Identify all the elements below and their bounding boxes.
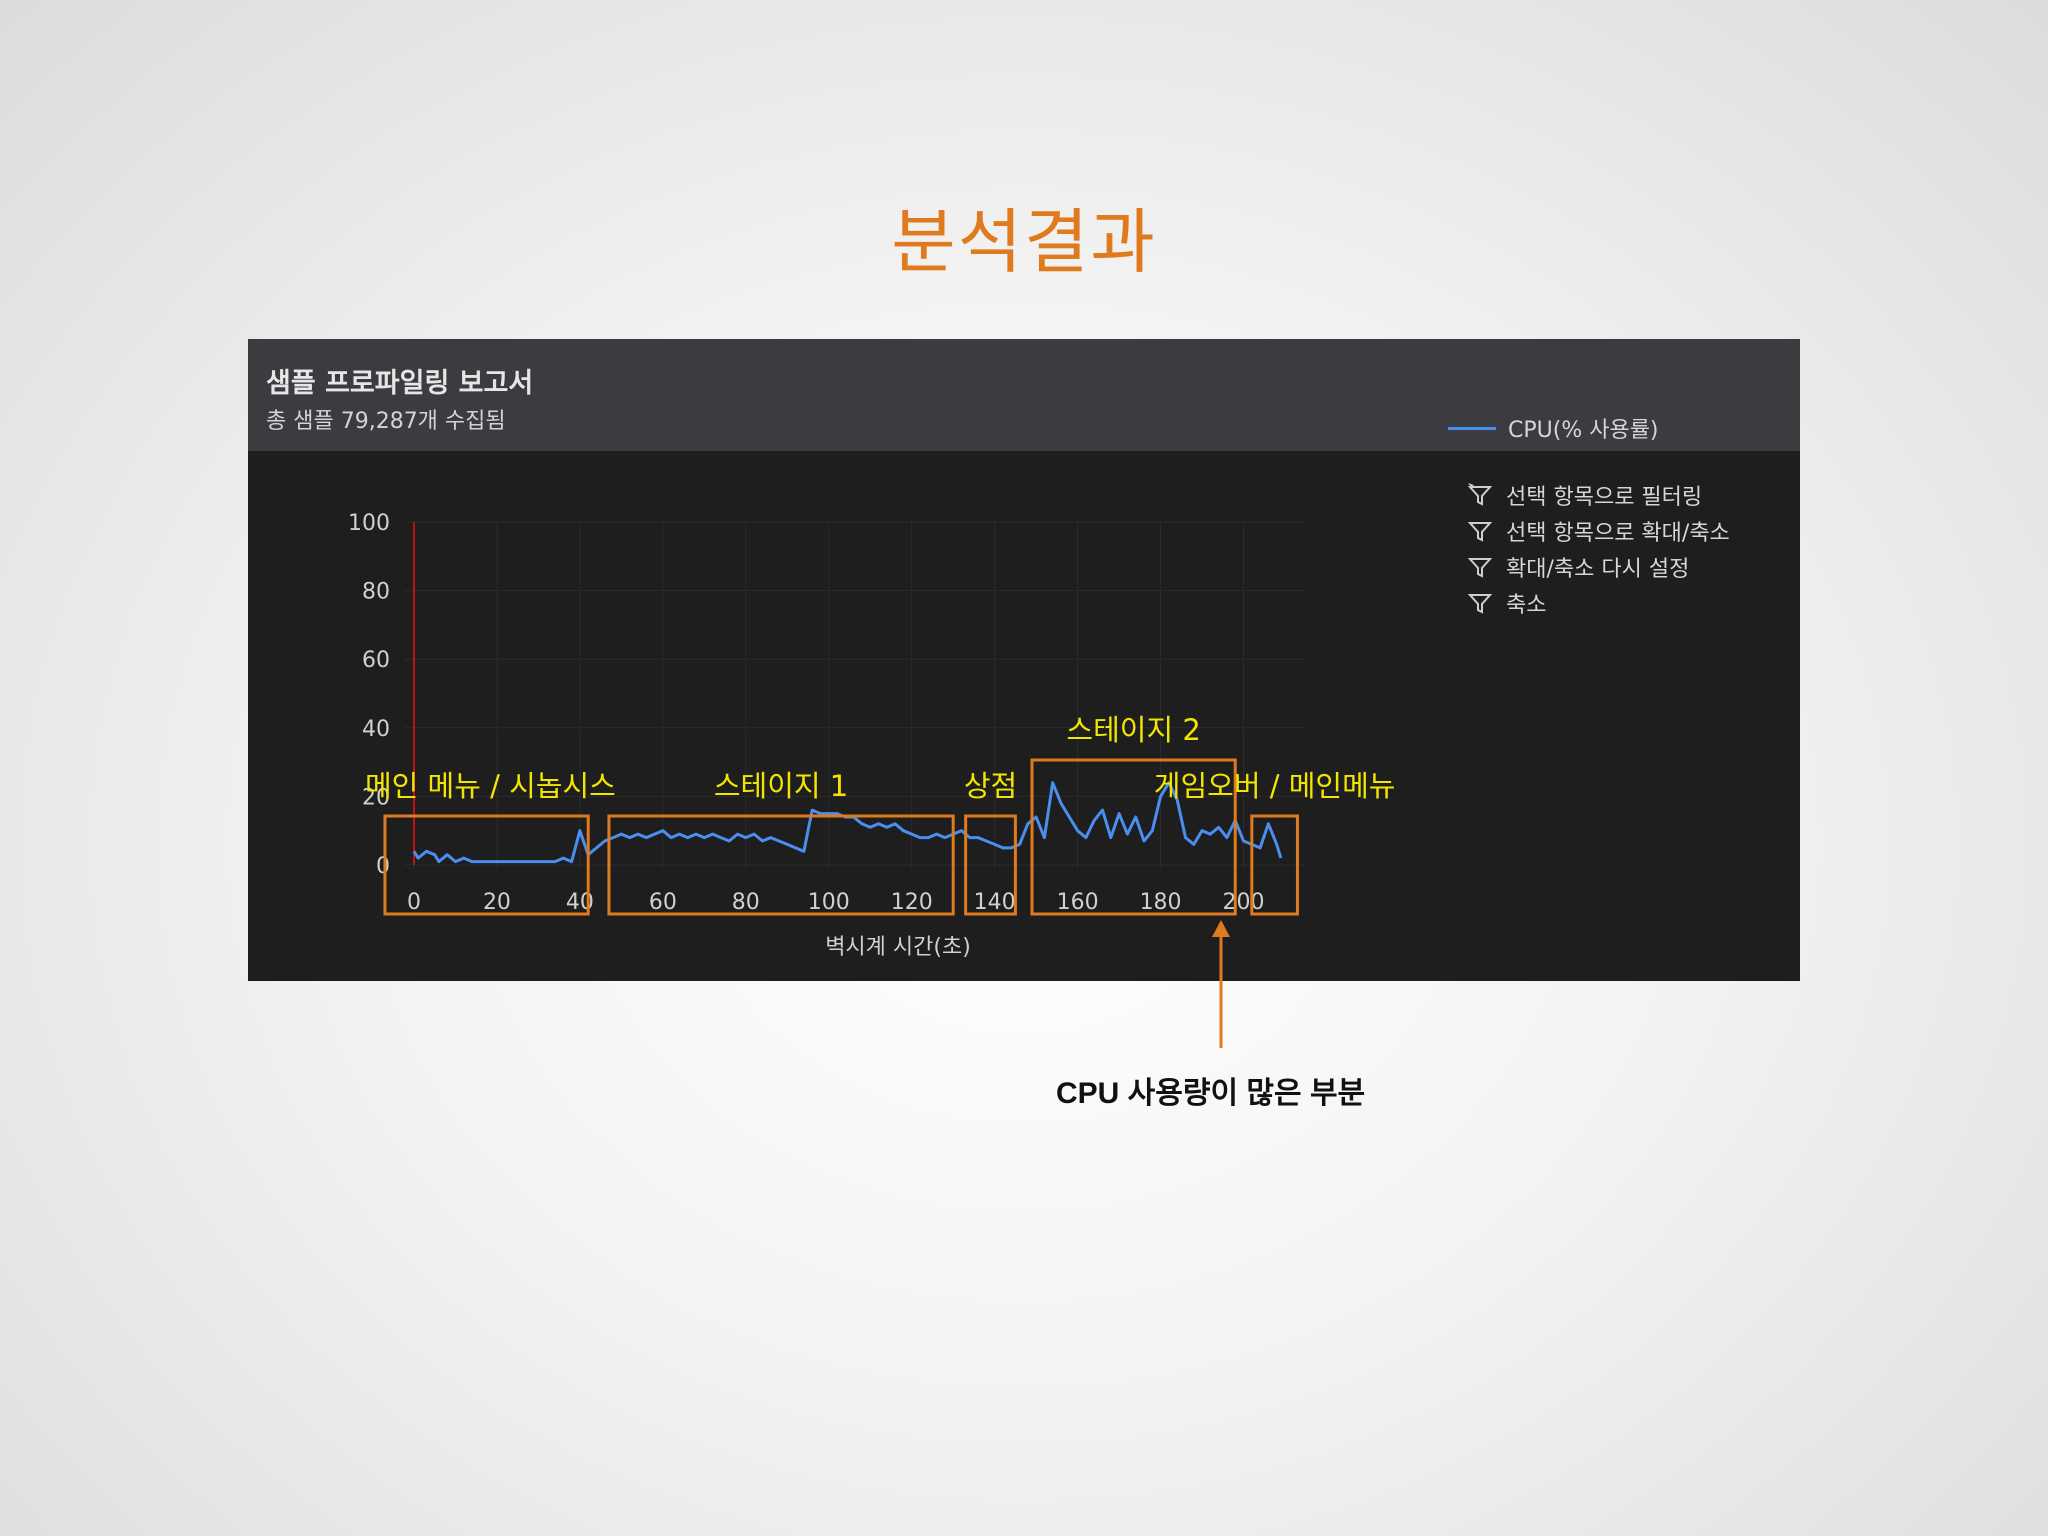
zoom-filter-tools: 선택 항목으로 필터링 선택 항목으로 확대/축소 확대/축소 다시 설정 축소	[1448, 477, 1730, 621]
x-tick-label: 100	[808, 890, 850, 915]
zoom-out-button[interactable]: 축소	[1448, 585, 1730, 621]
region-box	[1030, 758, 1237, 916]
x-axis-ticks: 0 20 40 60 80 100 120 140 160 180 200	[407, 890, 1265, 915]
filter-icon	[1467, 558, 1493, 578]
x-tick-label: 160	[1057, 890, 1099, 915]
grid-lines	[404, 521, 1305, 869]
filter-icon	[1467, 594, 1493, 614]
region-label: 스테이지 1	[714, 769, 848, 803]
tool-label: 확대/축소 다시 설정	[1506, 557, 1690, 582]
y-axis-ticks: 0 20 40 60 80 100	[348, 511, 390, 879]
region-box	[964, 814, 1017, 916]
chart-legend: CPU(% 사용률) 선택 항목으로 필터링 선택 항목으로 확대/축소	[1448, 411, 1730, 621]
x-tick-label: 0	[407, 890, 421, 915]
highlight-regions: 메인 메뉴 / 시놉시스 스테이지 1 상점 스테이지 2 게임오버 / 메인메뉴	[365, 713, 1396, 916]
report-header: 샘플 프로파일링 보고서 총 샘플 79,287개 수집됨	[248, 339, 1800, 451]
filter-icon	[1467, 522, 1493, 542]
region-box	[607, 814, 955, 916]
callout-arrow-icon	[1212, 920, 1230, 1048]
x-tick-label: 200	[1223, 890, 1265, 915]
report-title: 샘플 프로파일링 보고서	[266, 368, 534, 399]
x-tick-label: 120	[891, 890, 933, 915]
slide-title: 분석결과	[891, 201, 1157, 283]
region-label: 상점	[964, 769, 1017, 803]
y-tick-label: 60	[362, 648, 390, 673]
cpu-usage-chart[interactable]: 0 20 40 60 80 100 0 20 40 60 80 100 120 140 160 180 200…	[248, 339, 1800, 981]
region-label: 메인 메뉴 / 시놉시스	[365, 769, 616, 803]
region-box	[383, 814, 590, 916]
filter-by-selection-button[interactable]: 선택 항목으로 필터링	[1448, 477, 1730, 513]
x-axis-label: 벽시계 시간(초)	[825, 935, 971, 960]
x-tick-label: 40	[566, 890, 594, 915]
tool-label: 선택 항목으로 확대/축소	[1506, 521, 1730, 546]
x-tick-label: 80	[732, 890, 760, 915]
y-tick-label: 100	[348, 511, 390, 536]
legend-entry-cpu[interactable]: CPU(% 사용률)	[1448, 411, 1730, 445]
y-tick-label: 80	[362, 580, 390, 605]
tool-label: 선택 항목으로 필터링	[1506, 485, 1703, 510]
reset-zoom-button[interactable]: 확대/축소 다시 설정	[1448, 549, 1730, 585]
region-box	[1250, 814, 1299, 916]
region-label: 게임오버 / 메인메뉴	[1154, 769, 1396, 803]
y-tick-label: 40	[362, 717, 390, 742]
filter-select-icon	[1467, 483, 1493, 506]
x-tick-label: 60	[649, 890, 677, 915]
x-tick-label: 180	[1140, 890, 1182, 915]
region-label: 스테이지 2	[1066, 713, 1200, 747]
legend-swatch	[1448, 426, 1496, 430]
tool-label: 축소	[1506, 593, 1547, 618]
profiling-report-panel: 샘플 프로파일링 보고서 총 샘플 79,287개 수집됨 0 20 40 60 80 1…	[248, 339, 1800, 981]
x-tick-label: 20	[483, 890, 511, 915]
callout-text: CPU 사용량이 많은 부분	[1056, 1077, 1366, 1110]
y-tick-label: 20	[362, 785, 390, 810]
y-tick-label: 0	[376, 854, 390, 879]
legend-label: CPU(% 사용률)	[1508, 418, 1659, 443]
zoom-to-selection-button[interactable]: 선택 항목으로 확대/축소	[1448, 513, 1730, 549]
report-subtitle: 총 샘플 79,287개 수집됨	[266, 409, 506, 434]
x-tick-label: 140	[974, 890, 1016, 915]
